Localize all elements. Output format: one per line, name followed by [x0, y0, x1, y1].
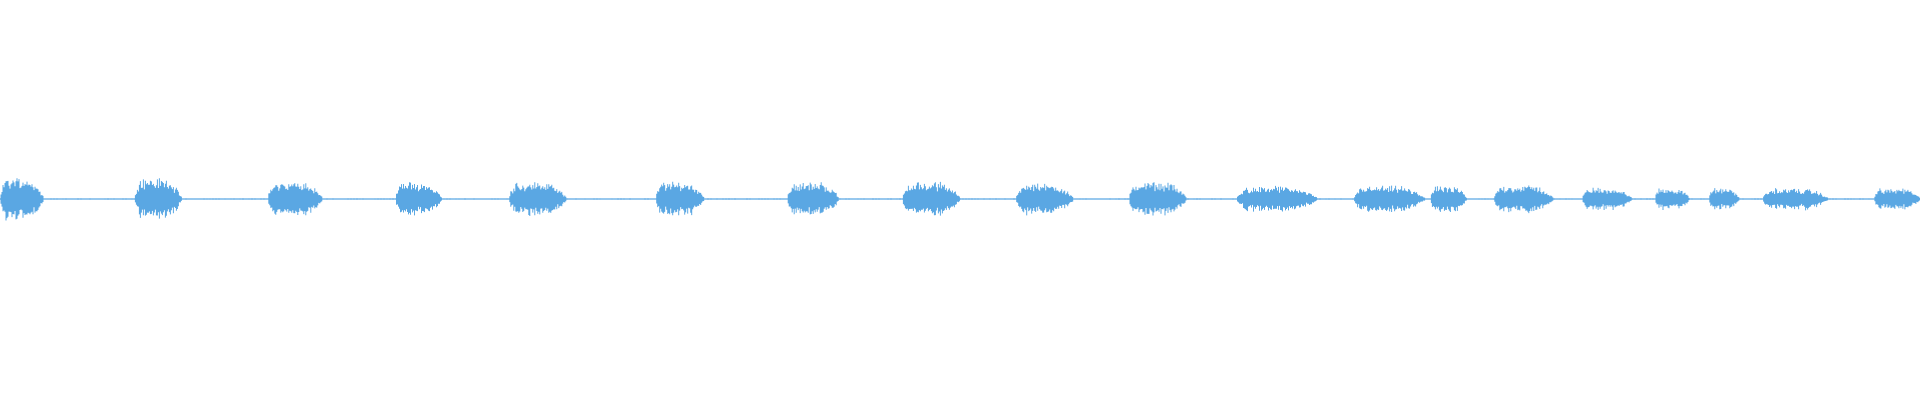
waveform-burst-3 [268, 183, 323, 216]
waveform-burst-15 [1582, 187, 1632, 210]
waveform-burst-14 [1494, 185, 1554, 214]
waveform-burst-1 [0, 178, 44, 221]
waveform-burst-2 [134, 178, 182, 219]
waveform-burst-8 [902, 181, 960, 216]
waveform-burst-11 [1237, 185, 1317, 212]
waveform-burst-7 [787, 182, 839, 215]
waveform-burst-9 [1016, 183, 1074, 216]
waveform-burst-13 [1430, 186, 1467, 212]
waveform-burst-16 [1655, 188, 1690, 210]
waveform-burst-6 [656, 181, 705, 216]
waveform-burst-17 [1709, 188, 1740, 210]
waveform-burst-19 [1874, 188, 1920, 210]
waveform-burst-12 [1354, 185, 1426, 212]
waveform-burst-10 [1129, 182, 1187, 216]
waveform-burst-4 [396, 182, 442, 216]
waveform-path-group [0, 178, 1920, 221]
waveform-burst-18 [1763, 188, 1829, 211]
waveform-burst-5 [509, 182, 567, 216]
